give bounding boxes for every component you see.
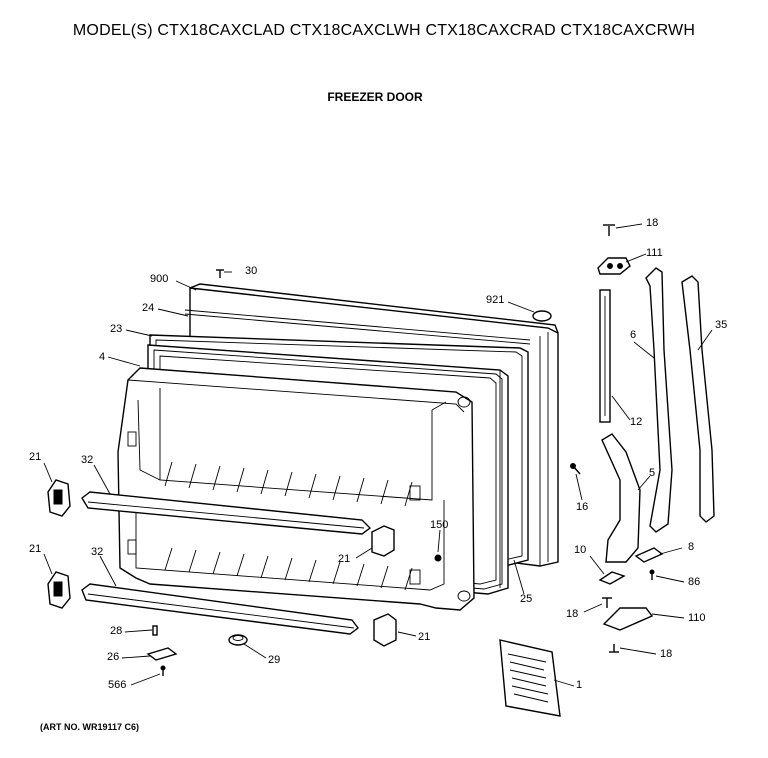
callout-25: 25 [520, 593, 533, 605]
callout-4: 4 [99, 351, 106, 363]
plug-921 [532, 310, 552, 322]
callout-8: 8 [688, 541, 695, 553]
callout-21-lower-left: 21 [29, 543, 42, 555]
callout-110: 110 [688, 612, 706, 624]
door-shelf-bar-lower [81, 583, 359, 635]
callout-24: 24 [142, 302, 155, 314]
shelf-end-cap-21d [373, 613, 397, 647]
callout-1: 1 [576, 679, 583, 691]
hinge-plate-26 [146, 647, 178, 661]
screw-18-mid [602, 597, 612, 608]
callout-23: 23 [110, 323, 123, 335]
callout-29: 29 [268, 654, 281, 666]
model-title: MODEL(S) CTX18CAXCLAD CTX18CAXCLWH CTX18… [72, 22, 696, 39]
screw-566 [160, 665, 166, 676]
diagram-subtitle: FREEZER DOOR [327, 90, 423, 104]
screw-16 [570, 463, 581, 475]
screw-18-top [603, 224, 615, 236]
callout-28: 28 [110, 625, 123, 637]
screw-30 [216, 269, 224, 278]
shelf-end-cap-21a [47, 479, 71, 517]
screw-86 [649, 569, 655, 580]
art-number: (ART NO. WR19117 C6) [40, 722, 140, 732]
leader-lines [43, 223, 713, 687]
hinge-bracket-111 [597, 257, 631, 275]
callout-21-center: 21 [338, 553, 351, 565]
callout-32-upper: 32 [81, 454, 94, 466]
callout-111: 111 [646, 247, 663, 259]
callout-921: 921 [486, 294, 505, 306]
shelf-end-cap-21b [47, 571, 71, 609]
callout-35: 35 [715, 319, 728, 331]
handle-cap-5 [601, 433, 641, 563]
stop-28 [152, 625, 158, 636]
callout-86: 86 [688, 576, 701, 588]
callout-900: 900 [150, 273, 169, 285]
callout-30: 30 [245, 265, 258, 277]
callout-26: 26 [107, 651, 120, 663]
callout-18-top: 18 [646, 217, 659, 229]
hinge-10 [598, 571, 626, 585]
callout-32-lower: 32 [91, 546, 104, 558]
callout-18-bottom: 18 [660, 648, 673, 660]
screw-150 [434, 554, 442, 562]
bushing-29 [228, 634, 248, 646]
door-shelf-bar-upper [81, 491, 372, 535]
bottom-hinge-110 [602, 607, 654, 631]
callout-566: 566 [108, 679, 127, 691]
screw-18-bottom [609, 644, 619, 653]
callout-18-middle: 18 [566, 608, 579, 620]
clip-8 [634, 547, 664, 563]
callout-12: 12 [630, 416, 643, 428]
callout-16: 16 [576, 501, 589, 513]
handle-trim-35 [681, 275, 715, 523]
callout-10: 10 [574, 544, 587, 556]
handle-bar-12 [599, 289, 611, 423]
callout-5: 5 [649, 467, 656, 479]
door-liner [117, 367, 475, 611]
handle-6 [645, 267, 673, 533]
shelf-end-cap-21c [371, 525, 395, 557]
callout-150: 150 [430, 519, 449, 531]
callout-6: 6 [630, 329, 637, 341]
callout-21-lower-right: 21 [418, 631, 431, 643]
callout-21-upper-left: 21 [29, 451, 42, 463]
instruction-manual-1 [499, 639, 561, 717]
